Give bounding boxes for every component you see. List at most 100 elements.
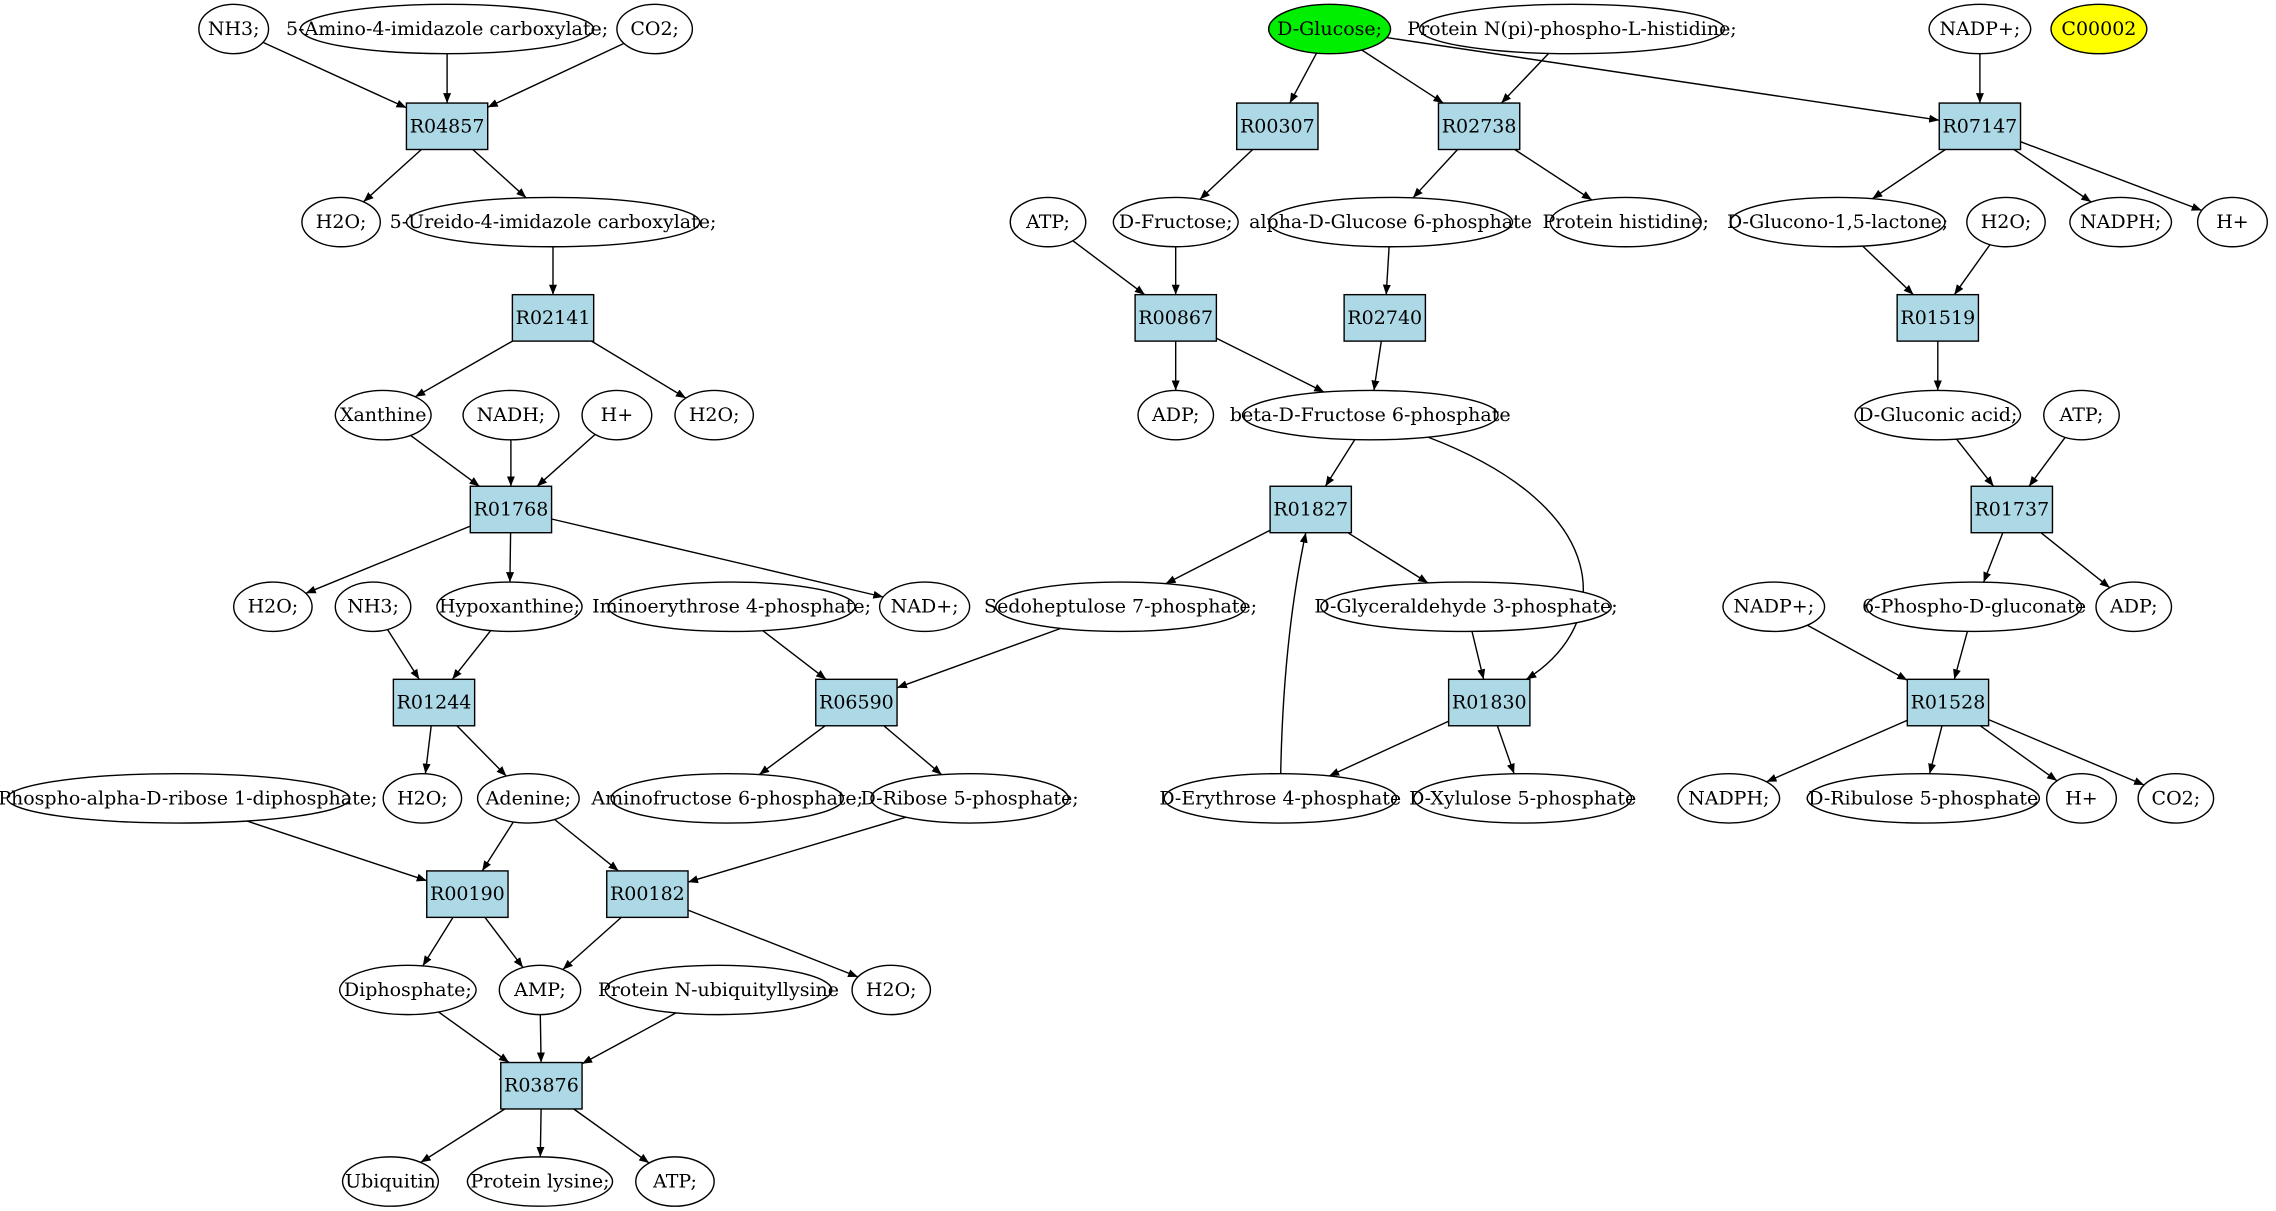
compound-node[interactable]: beta-D-Fructose 6-phosphate xyxy=(1230,389,1511,441)
reaction-node[interactable]: R00182 xyxy=(606,870,689,919)
compound-node[interactable]: Iminoerythrose 4-phosphate; xyxy=(592,581,871,633)
compound-node[interactable]: 5-Ureido-4-imidazole carboxylate; xyxy=(390,196,717,248)
reaction-node[interactable]: R01737 xyxy=(1970,485,2054,534)
edge-R01827-to-sedo xyxy=(1165,529,1271,585)
compound-node[interactable]: D-Gluconic acid; xyxy=(1854,389,2022,441)
reaction-node[interactable]: R07147 xyxy=(1938,102,2022,151)
compound-node[interactable]: ATP; xyxy=(2043,389,2120,441)
edge-R03876-to-atp_c xyxy=(573,1108,650,1164)
edge-R00867-to-bf6p xyxy=(1216,337,1325,393)
compound-node[interactable]: Protein N(pi)-phospho-L-histidine; xyxy=(1407,3,1737,55)
reaction-node[interactable]: R01528 xyxy=(1906,678,1990,727)
compound-node[interactable]: D-Glucono-1,5-lactone; xyxy=(1727,196,1948,248)
reaction-node[interactable]: R00190 xyxy=(426,870,509,919)
compound-node[interactable]: H2O; xyxy=(674,389,755,441)
compound-node[interactable]: NADH; xyxy=(462,389,560,441)
compound-node[interactable]: 6-Phospho-D-gluconate xyxy=(1862,581,2086,633)
compound-node[interactable]: Protein histidine; xyxy=(1542,196,1709,248)
compound-node[interactable]: D-Xylulose 5-phosphate xyxy=(1409,772,1636,824)
reaction-box xyxy=(1906,678,1990,727)
compound-node[interactable]: H2O; xyxy=(301,196,382,248)
compound-node[interactable]: 5-Phospho-alpha-D-ribose 1-diphosphate; xyxy=(0,772,377,824)
reaction-node[interactable]: R02738 xyxy=(1437,102,1521,151)
compound-label: NADH; xyxy=(477,404,546,426)
reaction-box xyxy=(511,293,595,342)
compound-node[interactable]: H+ xyxy=(2045,772,2118,824)
compound-node[interactable]: NADP+; xyxy=(1722,581,1826,633)
reaction-box xyxy=(405,102,489,151)
compound-node[interactable]: D-Ribulose 5-phosphate xyxy=(1806,772,2041,824)
compound-label: D-Glucose; xyxy=(1277,18,1382,40)
compound-node[interactable]: H+ xyxy=(2196,196,2268,248)
reaction-node[interactable]: R00307 xyxy=(1236,102,1319,151)
compound-node[interactable]: Adenine; xyxy=(476,772,580,824)
compound-node[interactable]: Diphosphate; xyxy=(338,964,477,1016)
reaction-node[interactable]: R01244 xyxy=(392,678,476,727)
compound-node[interactable]: NADPH; xyxy=(2069,196,2173,248)
compound-ellipse xyxy=(1854,389,2022,441)
compound-node[interactable]: AMP; xyxy=(498,964,582,1016)
edge-R02141-to-h2o_b xyxy=(591,340,687,399)
edge-R04857-to-h2o_a xyxy=(363,148,422,203)
reaction-label: R01827 xyxy=(1273,498,1348,520)
compound-node[interactable]: Xanthine xyxy=(334,389,432,441)
compound-node[interactable]: NH3; xyxy=(334,581,412,633)
compound-ellipse xyxy=(604,964,833,1016)
compound-node[interactable]: ADP; xyxy=(1137,389,1215,441)
compound-ellipse xyxy=(1722,581,1826,633)
compound-node[interactable]: ATP; xyxy=(1009,196,1087,248)
compound-node[interactable]: ADP; xyxy=(2095,581,2173,633)
reaction-node[interactable]: R06590 xyxy=(815,678,898,727)
reaction-node[interactable]: R00867 xyxy=(1134,293,1218,342)
reaction-label: R02738 xyxy=(1442,115,1517,137)
compound-node[interactable]: D-Ribose 5-phosphate; xyxy=(861,772,1079,824)
compound-node[interactable]: D-Erythrose 4-phosphate xyxy=(1159,772,1401,824)
reaction-node[interactable]: R01768 xyxy=(469,485,553,534)
reaction-box xyxy=(606,870,689,919)
compound-node[interactable]: Ubiquitin xyxy=(341,1156,440,1207)
compound-node[interactable]: C00002 xyxy=(2050,3,2148,55)
compound-node[interactable]: NADP+; xyxy=(1928,3,2032,55)
compound-node[interactable]: CO2; xyxy=(616,3,694,55)
compound-ellipse xyxy=(334,389,432,441)
reaction-node[interactable]: R01519 xyxy=(1896,293,1980,342)
reaction-node[interactable]: R02141 xyxy=(511,293,595,342)
compound-node[interactable]: D-Glucose; xyxy=(1267,3,1392,55)
reaction-label: R01768 xyxy=(474,498,549,520)
compound-node[interactable]: H2O; xyxy=(851,964,932,1016)
compound-node[interactable]: D-Fructose; xyxy=(1112,196,1239,248)
compound-label: 5-Ureido-4-imidazole carboxylate; xyxy=(390,211,717,233)
compound-node[interactable]: D-Glyceraldehyde 3-phosphate; xyxy=(1314,581,1618,633)
compound-node[interactable]: Protein lysine; xyxy=(466,1156,614,1207)
compound-node[interactable]: H2O; xyxy=(232,581,313,633)
compound-label: D-Gluconic acid; xyxy=(1858,404,2017,426)
compound-node[interactable]: ATP; xyxy=(635,1156,715,1207)
compound-node[interactable]: NAD+; xyxy=(878,581,971,633)
compound-label: Adenine; xyxy=(485,787,571,809)
edge-R01827-to-g3p xyxy=(1347,532,1429,584)
compound-node[interactable]: H2O; xyxy=(1966,196,2046,248)
compound-node[interactable]: alpha-D-Glucose 6-phosphate xyxy=(1249,196,1532,248)
compound-node[interactable]: Protein N-ubiquityllysine xyxy=(598,964,839,1016)
reaction-box xyxy=(1343,293,1427,342)
compound-node[interactable]: NADPH; xyxy=(1677,772,1781,824)
compound-label: H+ xyxy=(2216,211,2249,233)
reaction-node[interactable]: R01830 xyxy=(1447,678,1531,727)
compound-node[interactable]: NH3; xyxy=(198,3,270,55)
compound-node[interactable]: Hypoxanthine; xyxy=(436,581,583,633)
edge-R01737-to-adp_b xyxy=(2040,532,2111,589)
compound-node[interactable]: Aminofructose 6-phosphate; xyxy=(590,772,863,824)
edge-hplus_a-to-R01768 xyxy=(536,433,596,487)
compound-node[interactable]: Sedoheptulose 7-phosphate; xyxy=(984,581,1257,633)
compound-ellipse xyxy=(607,581,856,633)
reaction-node[interactable]: R01827 xyxy=(1269,485,1353,534)
compound-node[interactable]: CO2; xyxy=(2137,772,2215,824)
compound-ellipse xyxy=(1267,196,1514,248)
reaction-node[interactable]: R04857 xyxy=(405,102,489,151)
reaction-node[interactable]: R03876 xyxy=(500,1061,583,1110)
compound-node[interactable]: 5-Amino-4-imidazole carboxylate; xyxy=(286,3,608,55)
reaction-node[interactable]: R02740 xyxy=(1343,293,1427,342)
compound-node[interactable]: H+ xyxy=(581,389,653,441)
compound-node[interactable]: H2O; xyxy=(382,772,463,824)
edge-R02740-to-bf6p xyxy=(1371,340,1382,391)
